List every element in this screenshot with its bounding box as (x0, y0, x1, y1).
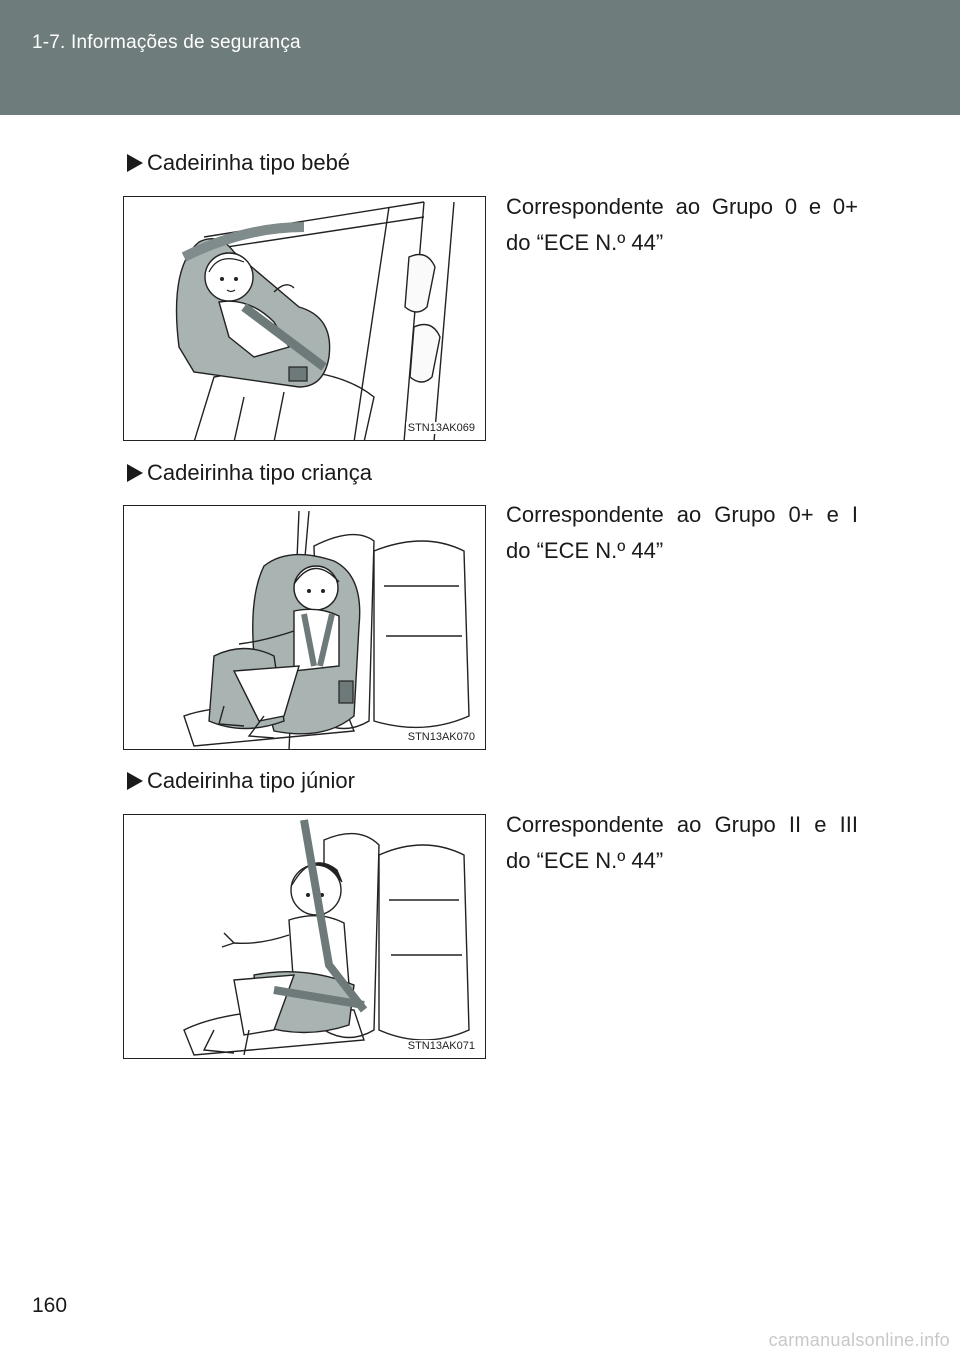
description-line-2: do “ECE N.º 44” (506, 538, 664, 563)
page-number: 160 (32, 1294, 68, 1317)
description-line-1: Correspondente ao Grupo II e III (506, 812, 858, 837)
figure-junior-seat: STN13AK071 (123, 814, 486, 1059)
child-car-seat-illustration-icon (183, 510, 470, 749)
description-child-seat: Correspondente ao Grupo 0+ e I do “ECE N… (506, 497, 858, 569)
heading-junior-seat: Cadeirinha tipo júnior (127, 768, 355, 794)
description-line-2: do “ECE N.º 44” (506, 230, 664, 255)
watermark: carmanualsonline.info (768, 1330, 950, 1350)
triangle-bullet-icon (127, 772, 143, 790)
figure-child-seat: STN13AK070 (123, 505, 486, 750)
description-line-1: Correspondente ao Grupo 0+ e I (506, 502, 858, 527)
infant-car-seat-illustration-icon (175, 201, 455, 440)
triangle-bullet-icon (127, 464, 143, 482)
description-infant-seat: Correspondente ao Grupo 0 e 0+ do “ECE N… (506, 189, 858, 261)
figure-infant-seat: STN13AK069 (123, 196, 486, 441)
heading-text: Cadeirinha tipo júnior (147, 768, 355, 793)
page-header: 1-7. Informações de segurança (0, 0, 960, 115)
heading-child-seat: Cadeirinha tipo criança (127, 460, 372, 486)
section-title: 1-7. Informações de segurança (32, 32, 301, 53)
heading-text: Cadeirinha tipo criança (147, 460, 373, 485)
description-junior-seat: Correspondente ao Grupo II e III do “ECE… (506, 807, 858, 879)
triangle-bullet-icon (127, 154, 143, 172)
heading-infant-seat: Cadeirinha tipo bebé (127, 150, 350, 176)
figure-code: STN13AK069 (405, 422, 477, 434)
figure-code: STN13AK070 (405, 731, 477, 743)
heading-text: Cadeirinha tipo bebé (147, 150, 351, 175)
description-line-2: do “ECE N.º 44” (506, 848, 664, 873)
description-line-1: Correspondente ao Grupo 0 e 0+ (506, 194, 858, 219)
figure-code: STN13AK071 (405, 1040, 477, 1052)
junior-booster-seat-illustration-icon (183, 819, 470, 1056)
